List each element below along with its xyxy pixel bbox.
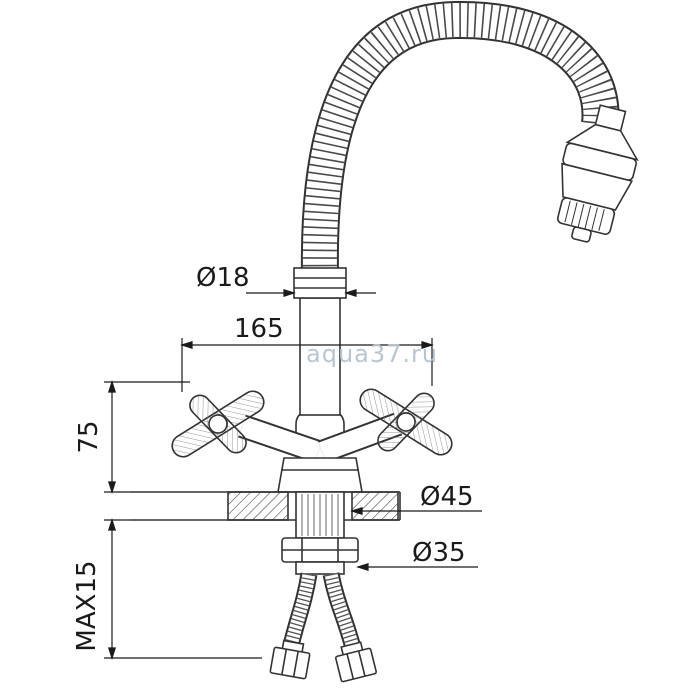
countertop-section <box>130 491 401 521</box>
dimension-spout-diameter: Ø18 <box>196 263 376 298</box>
spray-head <box>556 104 639 243</box>
max-thickness-label: MAX15 <box>72 560 102 651</box>
supply-hose-right <box>322 572 363 654</box>
dimensions: Ø18 165 75 MAX15 <box>72 263 482 660</box>
dimension-hole-diameter: Ø45 <box>350 482 482 516</box>
dimension-max-thickness: MAX15 <box>72 518 262 660</box>
spout-diameter-label: Ø18 <box>196 263 250 293</box>
mounting-nut <box>281 537 359 575</box>
body-height-label: 75 <box>74 420 104 453</box>
riser-pipe <box>299 297 341 416</box>
mounting-shank <box>295 491 345 539</box>
right-handle <box>359 388 453 456</box>
dimension-nut-diameter: Ø35 <box>356 538 478 572</box>
dimension-body-height: 75 <box>74 380 190 494</box>
spout-connector <box>293 267 347 299</box>
gooseneck-spout <box>300 0 620 275</box>
hose-fitting-left <box>269 639 311 680</box>
watermark: aqua37.ru <box>306 340 438 368</box>
overall-width-label: 165 <box>234 314 284 344</box>
body-base <box>277 457 363 493</box>
nut-diameter-label: Ø35 <box>412 538 466 568</box>
left-handle <box>171 390 265 458</box>
hole-diameter-label: Ø45 <box>420 482 474 512</box>
hose-fitting-right <box>335 641 377 683</box>
dimension-overall-width: 165 <box>180 314 434 392</box>
